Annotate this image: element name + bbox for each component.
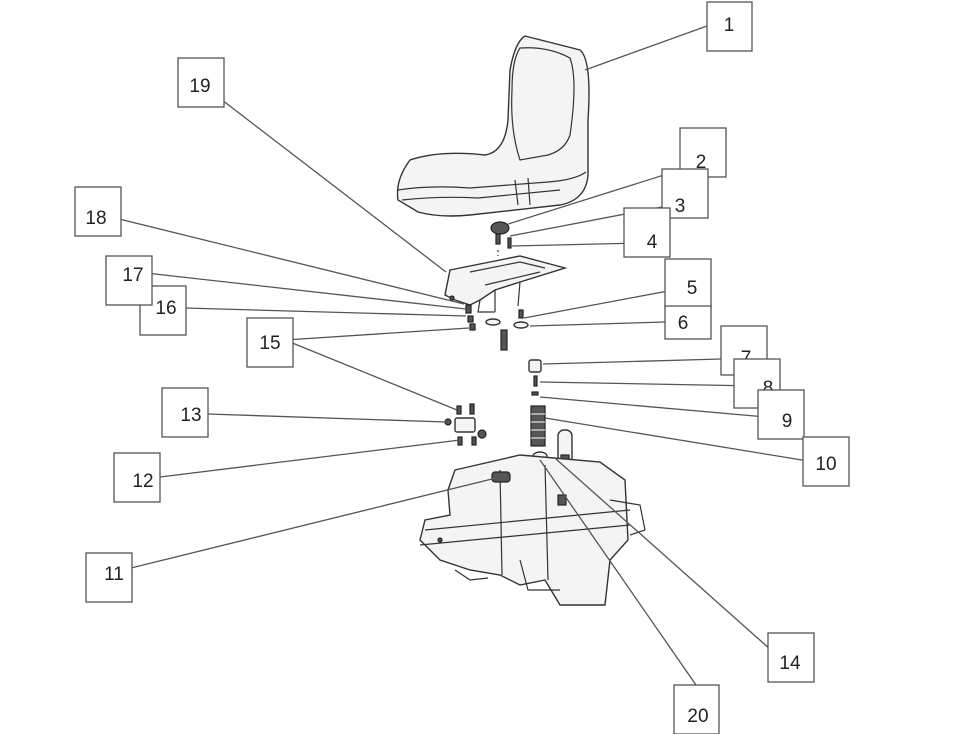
callout-15[interactable]: 15	[246, 317, 470, 411]
callout-label: 19	[189, 76, 210, 97]
callout-label: 20	[687, 706, 708, 727]
seat-hardware-stack	[490, 221, 512, 256]
callout-label: 5	[687, 278, 698, 299]
seat	[396, 35, 590, 217]
shock-absorber-assembly	[528, 359, 573, 471]
callout-12[interactable]: 12	[113, 439, 461, 503]
callout-17[interactable]: 17	[105, 255, 467, 310]
plate-fasteners	[465, 304, 529, 351]
callout-label: 11	[104, 564, 124, 585]
callout-label: 18	[85, 208, 106, 229]
pivot-bracket-hardware	[444, 403, 487, 446]
callout-4[interactable]: 4	[511, 207, 671, 258]
callout-label: 2	[696, 152, 707, 173]
callout-label: 9	[782, 411, 793, 432]
seat-mount-plate	[444, 255, 568, 313]
callout-label: 1	[724, 15, 735, 36]
callout-18[interactable]: 18	[74, 186, 465, 305]
callout-6[interactable]: 6	[529, 305, 712, 340]
callout-label: 12	[132, 471, 153, 492]
callout-1[interactable]: 1	[584, 1, 753, 71]
callout-20[interactable]: 20	[539, 459, 720, 734]
callout-label: 16	[155, 298, 176, 319]
callout-label: 15	[259, 333, 280, 354]
callout-label: 8	[763, 378, 774, 399]
callout-9[interactable]: 9	[539, 389, 805, 440]
callout-16[interactable]: 16	[139, 285, 467, 336]
callout-label: 10	[815, 454, 836, 475]
callout-label: 4	[647, 232, 658, 253]
callout-label: 17	[122, 265, 143, 286]
callout-label: 14	[779, 653, 801, 674]
callout-layer: 1 2 3 4 5 6 7	[74, 1, 850, 734]
callout-label: 6	[678, 313, 689, 334]
chassis-frame	[419, 454, 646, 606]
callout-11[interactable]: 11	[85, 477, 497, 603]
callout-5[interactable]: 5	[523, 258, 712, 319]
callout-14[interactable]: 14	[555, 458, 815, 683]
callout-10[interactable]: 10	[544, 417, 850, 487]
callout-label: 3	[675, 196, 686, 217]
callout-label: 13	[180, 405, 201, 426]
callout-19[interactable]: 19	[177, 57, 447, 273]
callout-13[interactable]: 13	[161, 387, 447, 438]
